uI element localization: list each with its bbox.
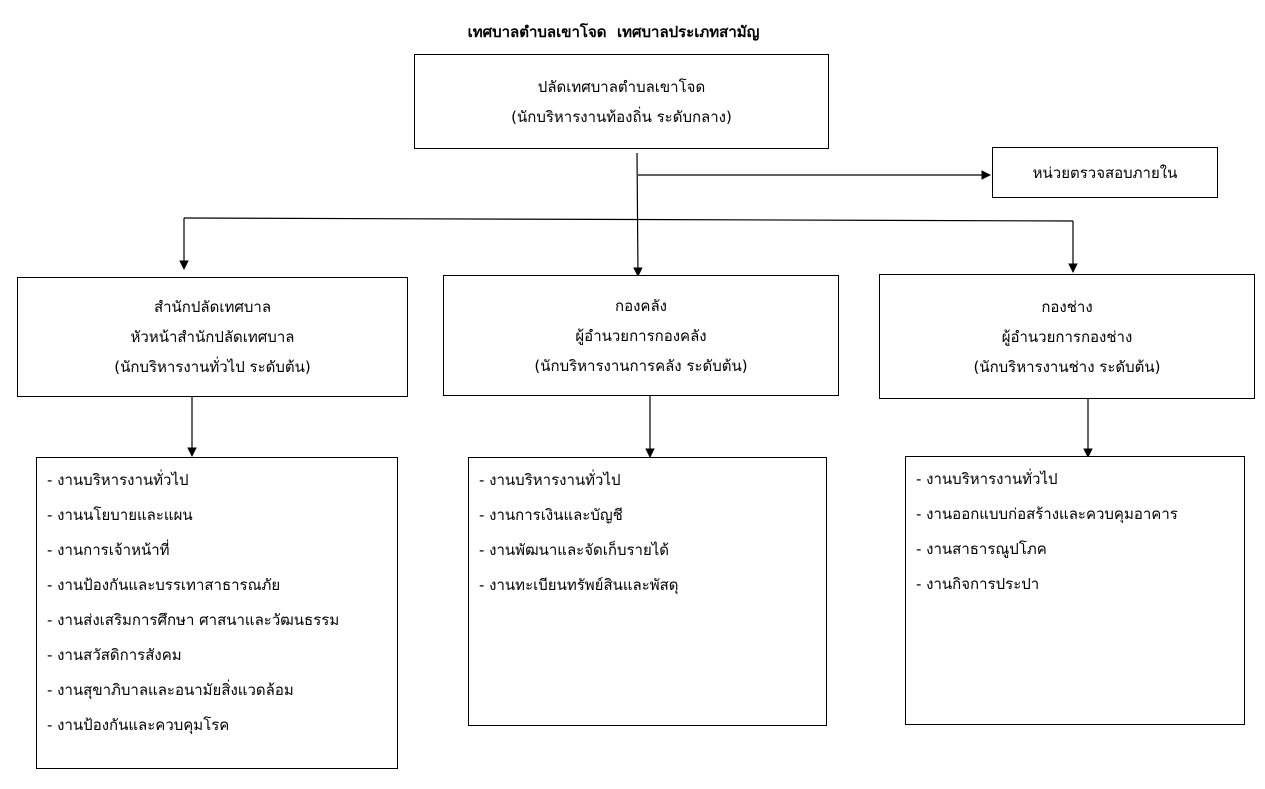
task-list-office: - งานบริหารงานทั่วไป - งานนโยบายและแผน -… <box>36 457 398 769</box>
task-item: - งานการเจ้าหน้าที่ <box>47 541 170 559</box>
internal-audit-label: หน่วยตรวจสอบภายใน <box>1032 163 1178 182</box>
dept-head: ผู้อำนวยการกองช่าง <box>1001 327 1133 346</box>
task-item: - งานสวัสดิการสังคม <box>47 646 182 664</box>
task-item: - งานกิจการประปา <box>916 575 1040 593</box>
task-list-engineering: - งานบริหารงานทั่วไป - งานออกแบบก่อสร้าง… <box>905 456 1245 725</box>
task-item: - งานนโยบายและแผน <box>47 506 193 524</box>
dept-level: (นักบริหารงานทั่วไป ระดับต้น) <box>114 358 311 376</box>
internal-audit-box: หน่วยตรวจสอบภายใน <box>992 147 1218 198</box>
task-item: - งานการเงินและบัญชี <box>479 506 623 524</box>
task-item: - งานป้องกันและบรรเทาสาธารณภัย <box>47 576 281 594</box>
dept-level: (นักบริหารงานช่าง ระดับต้น) <box>973 357 1161 376</box>
top-manager-level: (นักบริหารงานท้องถิ่น ระดับกลาง) <box>511 107 732 126</box>
dept-box-office: สำนักปลัดเทศบาล หัวหน้าสำนักปลัดเทศบาล (… <box>17 277 408 397</box>
task-list-finance: - งานบริหารงานทั่วไป - งานการเงินและบัญช… <box>468 457 827 726</box>
chart-title: เทศบาลตำบลเขาโจด เทศบาลประเภทสามัญ <box>467 23 760 41</box>
task-item: - งานบริหารงานทั่วไป <box>916 470 1058 488</box>
dept-name: กองช่าง <box>1041 297 1093 316</box>
top-manager-title: ปลัดเทศบาลตำบลเขาโจด <box>537 77 706 96</box>
task-item: - งานออกแบบก่อสร้างและควบคุมอาคาร <box>916 505 1178 523</box>
task-item: - งานป้องกันและควบคุมโรค <box>47 716 230 734</box>
dept-head: ผู้อำนวยการกองคลัง <box>575 326 707 345</box>
task-item: - งานทะเบียนทรัพย์สินและพัสดุ <box>479 576 679 594</box>
dept-box-engineering: กองช่าง ผู้อำนวยการกองช่าง (นักบริหารงาน… <box>879 274 1255 399</box>
dept-head: หัวหน้าสำนักปลัดเทศบาล <box>130 328 295 346</box>
dept-name: กองคลัง <box>615 296 667 315</box>
task-item: - งานส่งเสริมการศึกษา ศาสนาและวัฒนธรรม <box>47 611 340 629</box>
connector-branch <box>183 217 1074 222</box>
task-item: - งานพัฒนาและจัดเก็บรายได้ <box>479 541 670 559</box>
dept-box-finance: กองคลัง ผู้อำนวยการกองคลัง (นักบริหารงาน… <box>443 275 839 396</box>
task-item: - งานบริหารงานทั่วไป <box>479 471 621 489</box>
connector-trunk <box>633 152 643 277</box>
task-item: - งานบริหารงานทั่วไป <box>47 471 189 489</box>
task-item: - งานสาธารณูปโภค <box>916 540 1047 558</box>
dept-name: สำนักปลัดเทศบาล <box>153 298 272 316</box>
dept-level: (นักบริหารงานการคลัง ระดับต้น) <box>534 356 748 375</box>
top-manager-box: ปลัดเทศบาลตำบลเขาโจด (นักบริหารงานท้องถิ… <box>414 54 829 149</box>
task-item: - งานสุขาภิบาลและอนามัยสิ่งแวดล้อม <box>47 681 294 699</box>
